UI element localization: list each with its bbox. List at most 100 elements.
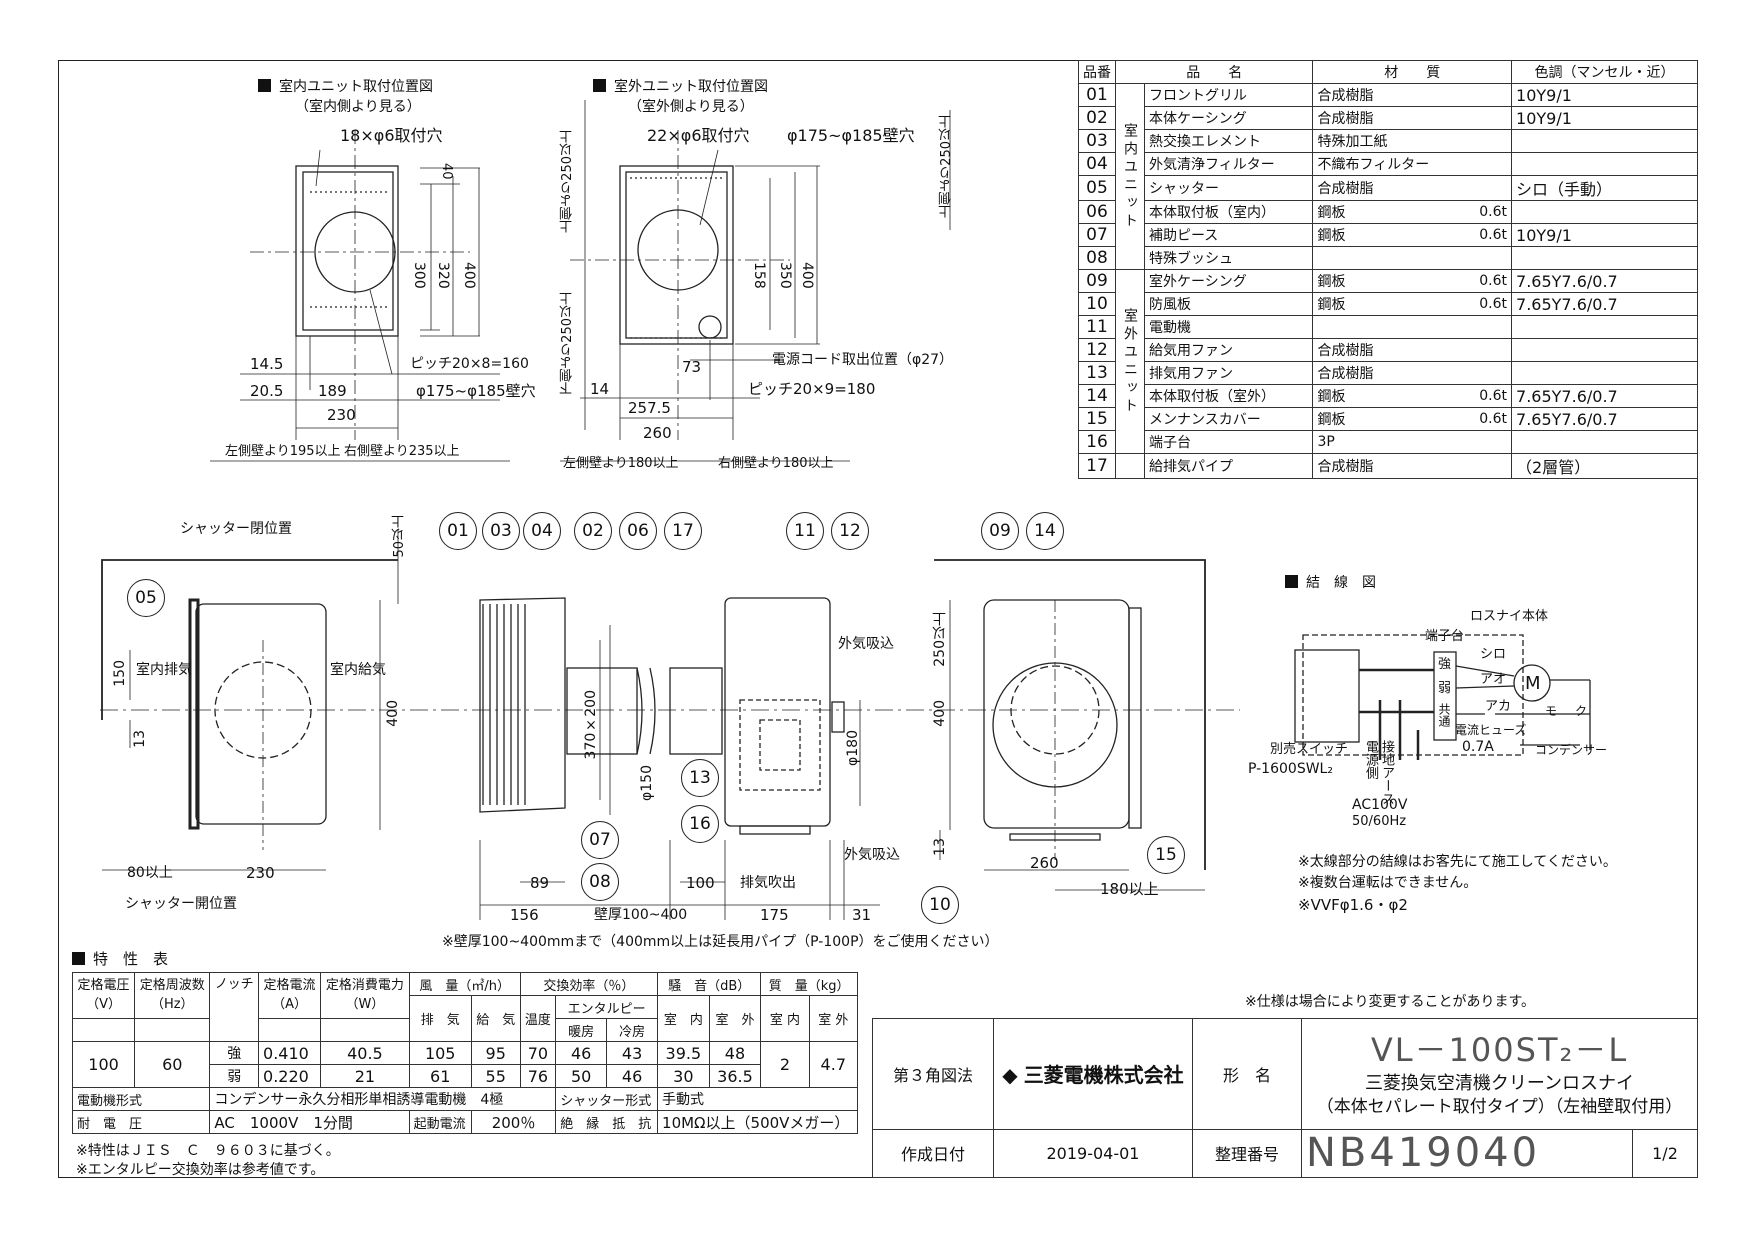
part-name: 補助ピース: [1143, 223, 1314, 247]
spec-h-mout: 室 外: [808, 995, 859, 1042]
part-color: [1511, 246, 1698, 270]
date: 2019-04-01: [993, 1128, 1193, 1179]
part-color: （2層管）: [1511, 453, 1698, 479]
product-name: 三菱換気空清機クリーンロスナイ: [1364, 1072, 1635, 1094]
part-thickness: 0.6t: [1463, 269, 1513, 293]
parts-row: 08 特殊ブッシュ: [1078, 246, 1698, 270]
spec-table: 定格電圧（V） 定格周波数（Hz） ノッチ 定格電流（A） 定格消費電力（W） …: [71, 972, 859, 1134]
part-thickness: [1463, 106, 1513, 130]
wiring-unit-label: ロスナイ本体: [1470, 609, 1549, 624]
callout-16: 16: [681, 805, 719, 843]
dim-400: 400: [461, 262, 477, 289]
dim-73: 73: [682, 358, 702, 376]
dim-158: 158: [751, 262, 767, 289]
wiring-fuse: 電流ヒューズ: [1455, 723, 1527, 737]
model-cell: VL－100ST₂－L 三菱換気空清機クリーンロスナイ （本体セパレート取付タイ…: [1301, 1018, 1698, 1130]
wiring-switch-model: P-1600SWL₂: [1248, 761, 1333, 777]
wiring-weak: 弱: [1438, 681, 1452, 696]
part-thickness: 0.6t: [1463, 407, 1513, 431]
spec-notch-1: 弱: [209, 1064, 260, 1088]
dim-down-250: 下側より250以上: [560, 292, 575, 395]
part-color: 10Y9/1: [1511, 106, 1698, 130]
part-color: [1511, 129, 1698, 153]
part-name: 防風板: [1143, 292, 1314, 316]
part-material: 鋼板: [1312, 292, 1464, 316]
spec-sup-1: 55: [470, 1064, 521, 1088]
spec-mass-in: 2: [760, 1041, 810, 1088]
outdoor-unit-side: [724, 597, 831, 827]
part-name: フロントグリル: [1143, 83, 1314, 107]
part-thickness: 0.6t: [1463, 292, 1513, 316]
spec-note-2: ※エンタルピー交換効率は参考値です。: [76, 1162, 325, 1178]
dim-r-13: 13: [932, 838, 948, 856]
part-thickness: 0.6t: [1463, 200, 1513, 224]
spec-insul-label: 絶 縁 抵 抗: [555, 1110, 659, 1134]
spec-title: 特 性 表: [72, 952, 168, 967]
part-thickness: [1463, 129, 1513, 153]
wiring-strong: 強: [1438, 657, 1452, 672]
spec-shutter: 手動式: [657, 1087, 858, 1111]
spec-temp-1: 76: [519, 1064, 557, 1088]
callout-03: 03: [482, 512, 520, 550]
part-name: 本体取付板（室外）: [1143, 384, 1314, 408]
spec-nin-1: 30: [657, 1064, 710, 1088]
wiring-motor-label: M: [1525, 673, 1541, 694]
part-no: 08: [1078, 246, 1116, 270]
label-indoor-supply: 室内給気: [330, 662, 386, 678]
date-label: 作成日付: [872, 1128, 994, 1179]
dim-13: 13: [132, 730, 148, 748]
wiring-white: シロ: [1480, 647, 1507, 662]
pipe-section: [566, 667, 638, 755]
part-no: 01: [1078, 83, 1116, 107]
part-material: 鋼板: [1312, 269, 1464, 293]
spec-h-noise: 騒 音（dB）: [657, 972, 762, 996]
part-material: 3P: [1312, 430, 1464, 454]
dim-indoor-wallhole: φ175~φ185壁穴: [416, 382, 536, 400]
spec-start-label: 起動電流: [408, 1110, 472, 1134]
outdoor-plate-outline: [619, 165, 734, 345]
part-name: 電動機: [1143, 315, 1314, 339]
callout-06: 06: [619, 512, 657, 550]
part-material: 合成樹脂: [1312, 175, 1464, 201]
spec-exh-0: 105: [408, 1041, 472, 1065]
part-color: 10Y9/1: [1511, 83, 1698, 107]
spec-h-enth: エンタルピー: [555, 995, 659, 1019]
spec-heat-0: 46: [555, 1041, 608, 1065]
cord-outlet: [698, 315, 722, 339]
wiring-unit-box: [1302, 634, 1524, 756]
parts-h-material: 材 質: [1312, 60, 1513, 84]
number-label: 整理番号: [1192, 1128, 1302, 1179]
part-name: 外気清浄フィルター: [1143, 152, 1314, 176]
callout-05: 05: [127, 579, 165, 617]
part-thickness: 0.6t: [1463, 223, 1513, 247]
label-outside-intake-2: 外気吸込: [844, 847, 900, 863]
part-material: [1312, 315, 1464, 339]
change-note: ※仕様は場合により変更することがあります。: [1245, 994, 1536, 1010]
part-material: 合成樹脂: [1312, 453, 1464, 479]
spec-h-eff: 交換効率（％）: [519, 972, 659, 996]
dim-175: 175: [760, 906, 789, 924]
part-no: 11: [1078, 315, 1116, 339]
part-material: 鋼板: [1312, 384, 1464, 408]
dim-out-400: 400: [799, 262, 815, 289]
part-material: 鋼板: [1312, 407, 1464, 431]
wiring-switch-box: [1294, 649, 1360, 743]
dim-right-235: 右側壁より235以上: [344, 444, 460, 459]
dim-156: 156: [510, 906, 539, 924]
dim-300: 300: [411, 262, 427, 289]
spec-mass-out: 4.7: [808, 1041, 859, 1088]
part-color: シロ（手動）: [1511, 175, 1698, 201]
part-no: 05: [1078, 175, 1116, 201]
dim-up-250: 上側より250以上: [560, 130, 575, 233]
parts-h-no: 品番: [1078, 60, 1116, 84]
model-label: 形 名: [1192, 1018, 1302, 1130]
wiring-fuse-value: 0.7A: [1462, 739, 1494, 755]
callout-07: 07: [581, 821, 619, 859]
indoor-view-title: 室内ユニット取付位置図: [258, 79, 433, 94]
callout-09: 09: [981, 512, 1019, 550]
part-name: 特殊ブッシュ: [1143, 246, 1314, 270]
